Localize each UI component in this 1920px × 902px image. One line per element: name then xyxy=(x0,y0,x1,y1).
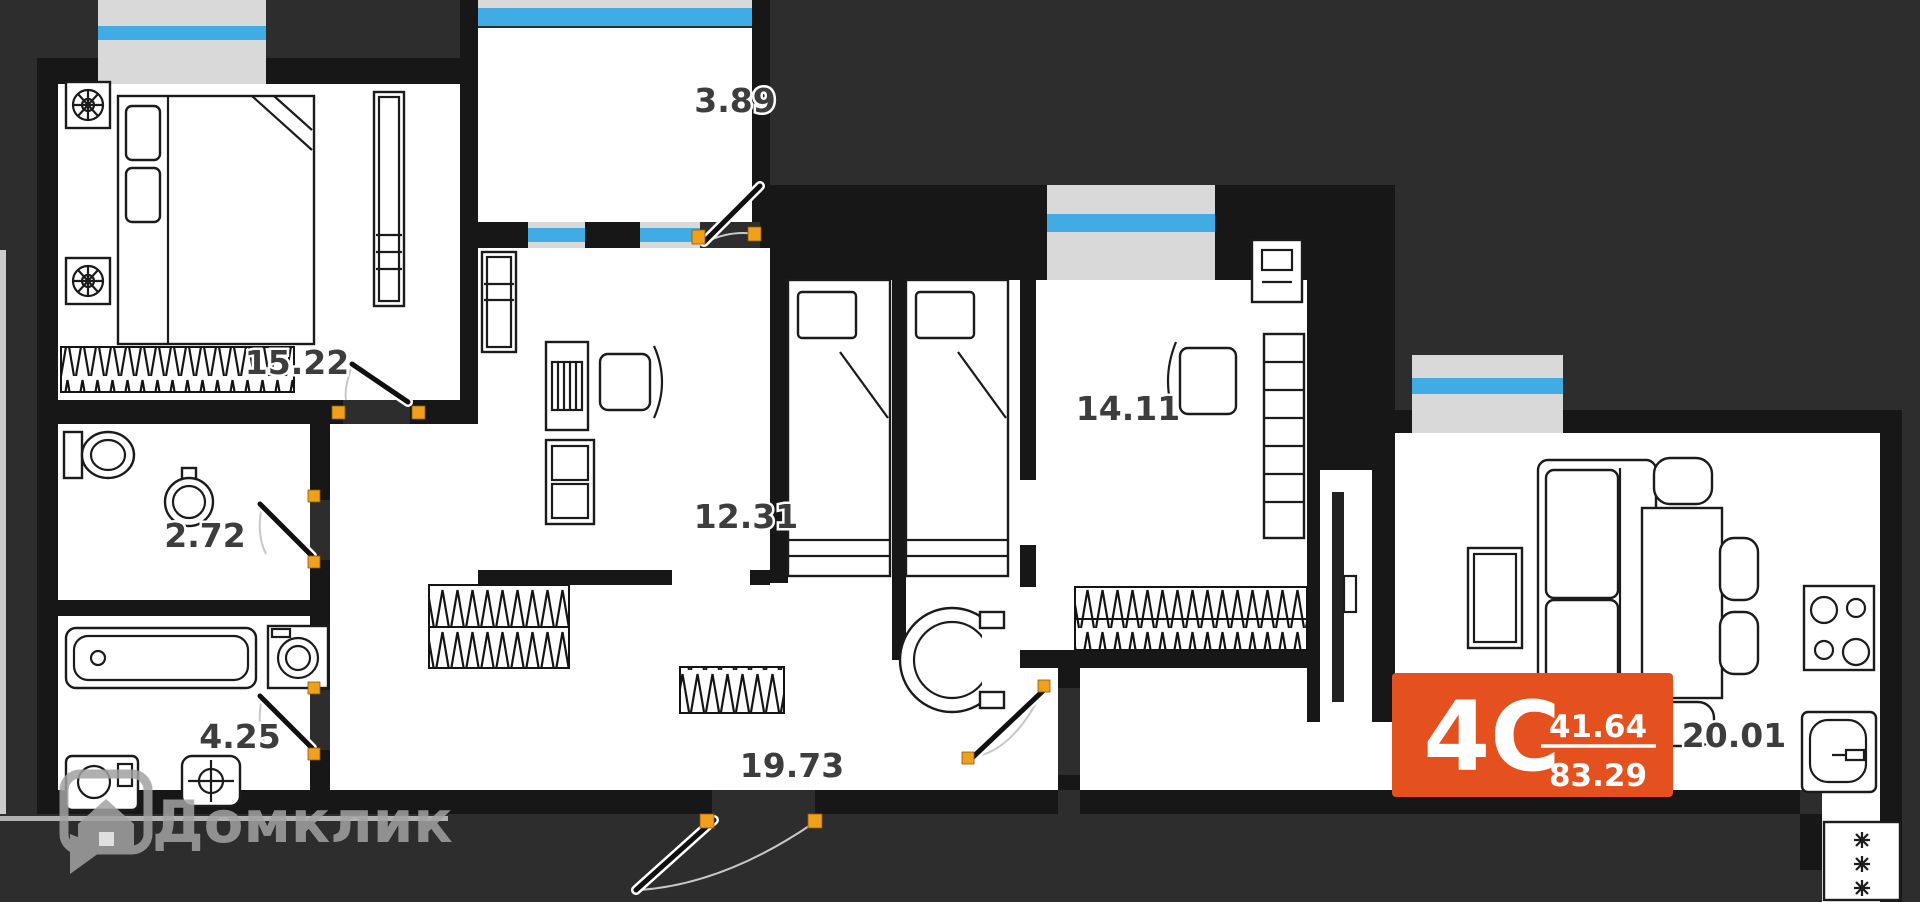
badge-type-label: 4С xyxy=(1423,681,1560,793)
double-bed-icon xyxy=(116,94,316,346)
area-label-bedroom: 15.22 xyxy=(245,343,349,382)
shelf-column-icon xyxy=(372,90,406,308)
pedestal-sink-icon xyxy=(180,754,242,808)
doors xyxy=(255,181,1051,895)
coffee-table-icon xyxy=(1466,546,1524,650)
balcony-glazing-icon xyxy=(478,0,754,26)
bedroom-window-icon xyxy=(98,0,266,84)
badge-living-area: 41.64 xyxy=(1549,709,1647,745)
area-label-room-third: 14.11 xyxy=(1076,389,1180,428)
area-label-wc: 2.72 xyxy=(164,516,245,555)
tv-panel-icon xyxy=(1320,470,1372,722)
living-room-door-icon xyxy=(961,679,1051,765)
single-bed-icon xyxy=(786,278,892,578)
sink-vanity-icon xyxy=(64,754,140,812)
furniture xyxy=(60,80,1902,902)
bookshelf-icon xyxy=(1262,332,1306,540)
domclick-logo-icon xyxy=(59,769,153,874)
watermark: Домклик xyxy=(59,769,453,874)
area-label-kitchen-living: 20.01 xyxy=(1682,716,1786,755)
windows xyxy=(98,0,1563,433)
computer-desk-icon xyxy=(1250,238,1304,304)
kitchen-sink-icon xyxy=(1800,710,1878,794)
desk-icon xyxy=(544,340,590,432)
closet-column-icon xyxy=(480,250,518,354)
area-label-room-second: 12.31 xyxy=(694,497,798,536)
balcony-inner-window-b-icon xyxy=(640,222,700,248)
single-bed-icon xyxy=(904,278,1010,578)
room-area-labels: 15.22 3.89 12.31 14.11 2.72 4.25 19.73 2… xyxy=(162,79,1789,788)
wardrobe-icon xyxy=(428,584,570,669)
stove-icon xyxy=(1802,584,1876,672)
balcony-inner-window-a-icon xyxy=(528,222,585,248)
neighbour-wall-left xyxy=(0,250,6,814)
entrance-door-icon xyxy=(631,813,823,895)
nightstand-lamp-icon xyxy=(64,80,112,130)
bathtub-icon xyxy=(64,626,258,690)
armchair-icon xyxy=(598,345,664,419)
wc-door-icon xyxy=(255,489,321,569)
fridge-snowflakes-icon xyxy=(1822,820,1902,902)
area-label-balcony: 3.89 xyxy=(694,81,775,120)
wardrobe-icon xyxy=(60,346,295,393)
washbasin-icon xyxy=(163,466,215,528)
nightstand-lamp-icon xyxy=(64,256,112,306)
living-window-icon xyxy=(1412,355,1563,433)
badge-total-area: 83.29 xyxy=(1549,758,1647,794)
room-third-window-icon xyxy=(1047,185,1215,280)
area-label-bathroom: 4.25 xyxy=(199,717,280,756)
watermark-text: Домклик xyxy=(152,788,453,856)
washing-machine-icon xyxy=(266,624,330,690)
armchair-icon xyxy=(1166,341,1238,421)
bedroom-door-icon xyxy=(331,359,426,420)
wardrobe-icon xyxy=(679,666,785,714)
round-chair-icon xyxy=(898,606,1016,714)
area-label-hallway: 19.73 xyxy=(740,746,844,785)
neighbour-wall-bottom xyxy=(0,816,448,821)
dresser-icon xyxy=(544,438,596,526)
toilet-icon xyxy=(62,430,136,480)
wardrobe-icon xyxy=(1074,586,1308,651)
bathroom-door-icon xyxy=(255,681,321,761)
plan-type-badge: 4С 41.64 83.29 xyxy=(1392,673,1673,797)
balcony-door-icon xyxy=(691,181,765,247)
